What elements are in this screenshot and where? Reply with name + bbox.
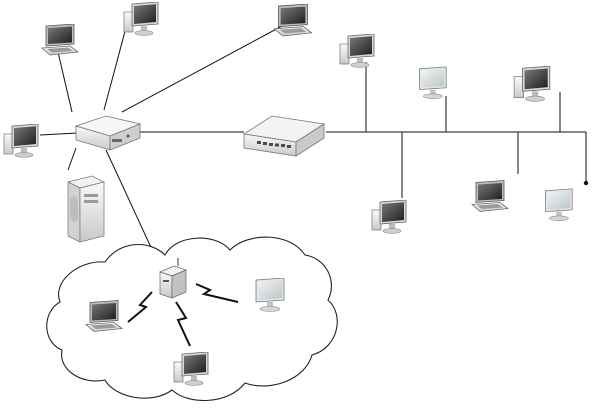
desktop-monitor-icon bbox=[513, 66, 551, 102]
laptop-icon bbox=[41, 24, 79, 56]
desktop-monitor-icon bbox=[545, 188, 573, 222]
laptop-icon bbox=[85, 300, 123, 333]
link-router-laptop-right bbox=[121, 25, 283, 113]
wireless-link-desktop bbox=[175, 301, 191, 347]
desktop-monitor-icon bbox=[371, 200, 407, 234]
wireless-link-monitor bbox=[195, 283, 239, 303]
wireless-links bbox=[127, 283, 239, 347]
desktop-monitor-icon bbox=[3, 124, 39, 158]
link-router-access-point bbox=[105, 149, 156, 257]
cloud-icon bbox=[46, 236, 338, 401]
link-router-desktop-top bbox=[103, 19, 129, 111]
link-router-laptop-top bbox=[57, 51, 73, 113]
link-router-console bbox=[67, 147, 77, 171]
laptop-icon bbox=[273, 4, 313, 37]
wireless-access-point-icon bbox=[159, 258, 187, 299]
desktop-monitor-icon bbox=[339, 34, 375, 68]
wireless-link-laptop bbox=[127, 291, 153, 323]
connection-lines bbox=[39, 19, 587, 257]
game-console-icon bbox=[66, 175, 106, 243]
desktop-monitor-icon bbox=[419, 66, 447, 100]
router-icon bbox=[74, 115, 142, 151]
link-router-desktop-left bbox=[39, 132, 79, 136]
laptop-icon bbox=[471, 180, 509, 213]
switch-icon bbox=[242, 115, 326, 157]
desktop-monitor-icon bbox=[123, 2, 159, 36]
bus-terminator-icon bbox=[583, 180, 589, 186]
